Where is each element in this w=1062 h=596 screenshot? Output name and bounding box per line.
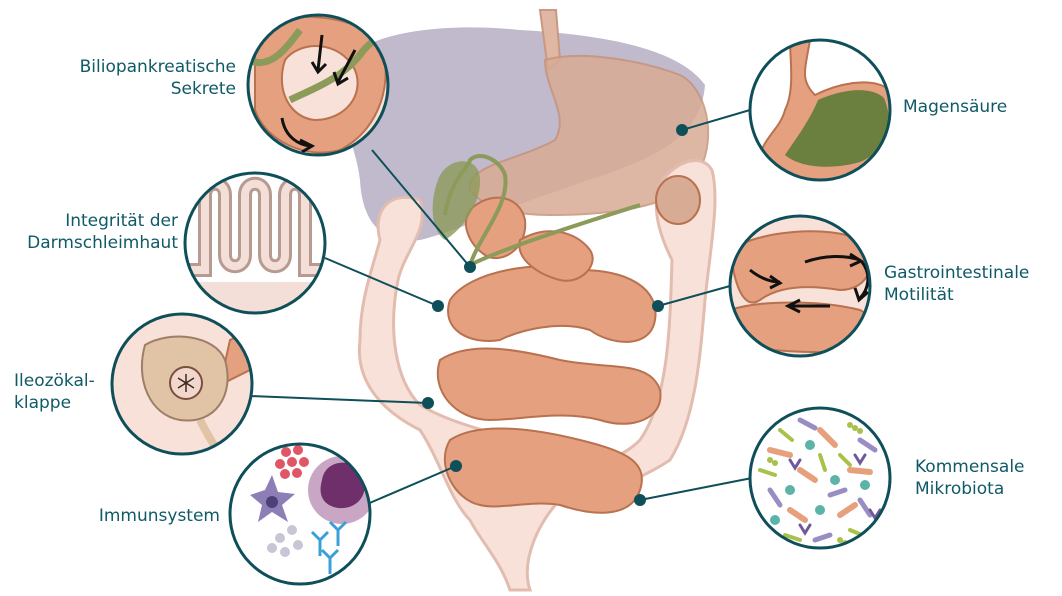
label-ileozoekalklappe: Ileozökal- klappe [14, 370, 114, 414]
small-intestine [438, 198, 661, 513]
label-line: Kommensale [915, 456, 1055, 478]
label-line: Darmschleimhaut [0, 232, 178, 254]
circle-integritaet [185, 173, 325, 322]
label-line: Mikrobiota [915, 478, 1055, 500]
label-line: Magensäure [903, 96, 1053, 118]
label-integritaet: Integrität der Darmschleimhaut [0, 210, 178, 254]
label-biliopankreatische-sekrete: Biliopankreatische Sekrete [40, 56, 236, 100]
label-line: Motilität [884, 284, 1059, 306]
circle-motil [730, 216, 873, 356]
label-line: Biliopankreatische [40, 56, 236, 78]
label-line: Immunsystem [40, 505, 220, 527]
pylorus [656, 176, 700, 224]
label-line: Gastrointestinale [884, 262, 1059, 284]
label-magensaeure: Magensäure [903, 96, 1053, 118]
anatomy [335, 10, 715, 590]
label-line: Ileozökal- [14, 370, 114, 392]
label-mikrobiota: Kommensale Mikrobiota [915, 456, 1055, 500]
label-line: Integrität der [0, 210, 178, 232]
label-line: Sekrete [40, 78, 236, 100]
label-line: klappe [14, 392, 114, 414]
label-motilitaet: Gastrointestinale Motilität [884, 262, 1059, 306]
label-immunsystem: Immunsystem [40, 505, 220, 527]
circle-immun [230, 444, 376, 584]
circle-mikro [750, 408, 890, 548]
circle-ileo [112, 314, 263, 470]
circle-magen [750, 40, 897, 180]
circle-bilio [248, 15, 390, 155]
